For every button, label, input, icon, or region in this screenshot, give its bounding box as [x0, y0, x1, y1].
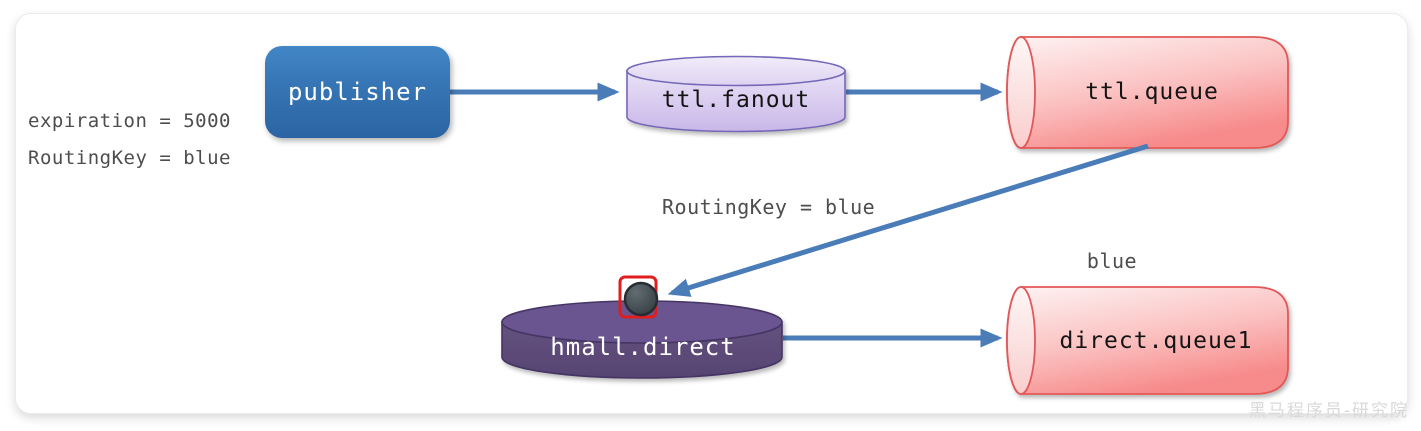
- expiration-annotation: expiration = 5000: [28, 110, 231, 132]
- publisher-label: publisher: [287, 78, 428, 106]
- node-ttl-fanout-shape: [626, 55, 846, 133]
- watermark: 黑马程序员-研究院: [1248, 401, 1409, 421]
- edge-ttlqueue-to-direct: [667, 143, 1149, 297]
- ttl-queue-label: ttl.queue: [1085, 79, 1219, 105]
- routing-key-annotation: RoutingKey = blue: [28, 147, 231, 169]
- dead-letter-binding-dot: [623, 281, 659, 317]
- node-ttl-queue-shape: [1006, 36, 1289, 149]
- node-hmall-direct-shape: [501, 300, 783, 379]
- ttl-fanout-label: ttl.fanout: [661, 87, 811, 113]
- direct-queue1-label: direct.queue1: [1059, 328, 1253, 354]
- binding-key-blue-label: blue: [1086, 249, 1138, 273]
- dead-letter-routing-key-label: RoutingKey = blue: [662, 195, 876, 219]
- node-direct-queue1-shape: [1006, 286, 1289, 395]
- hmall-direct-label: hmall.direct: [550, 333, 736, 361]
- node-publisher: publisher: [265, 46, 450, 138]
